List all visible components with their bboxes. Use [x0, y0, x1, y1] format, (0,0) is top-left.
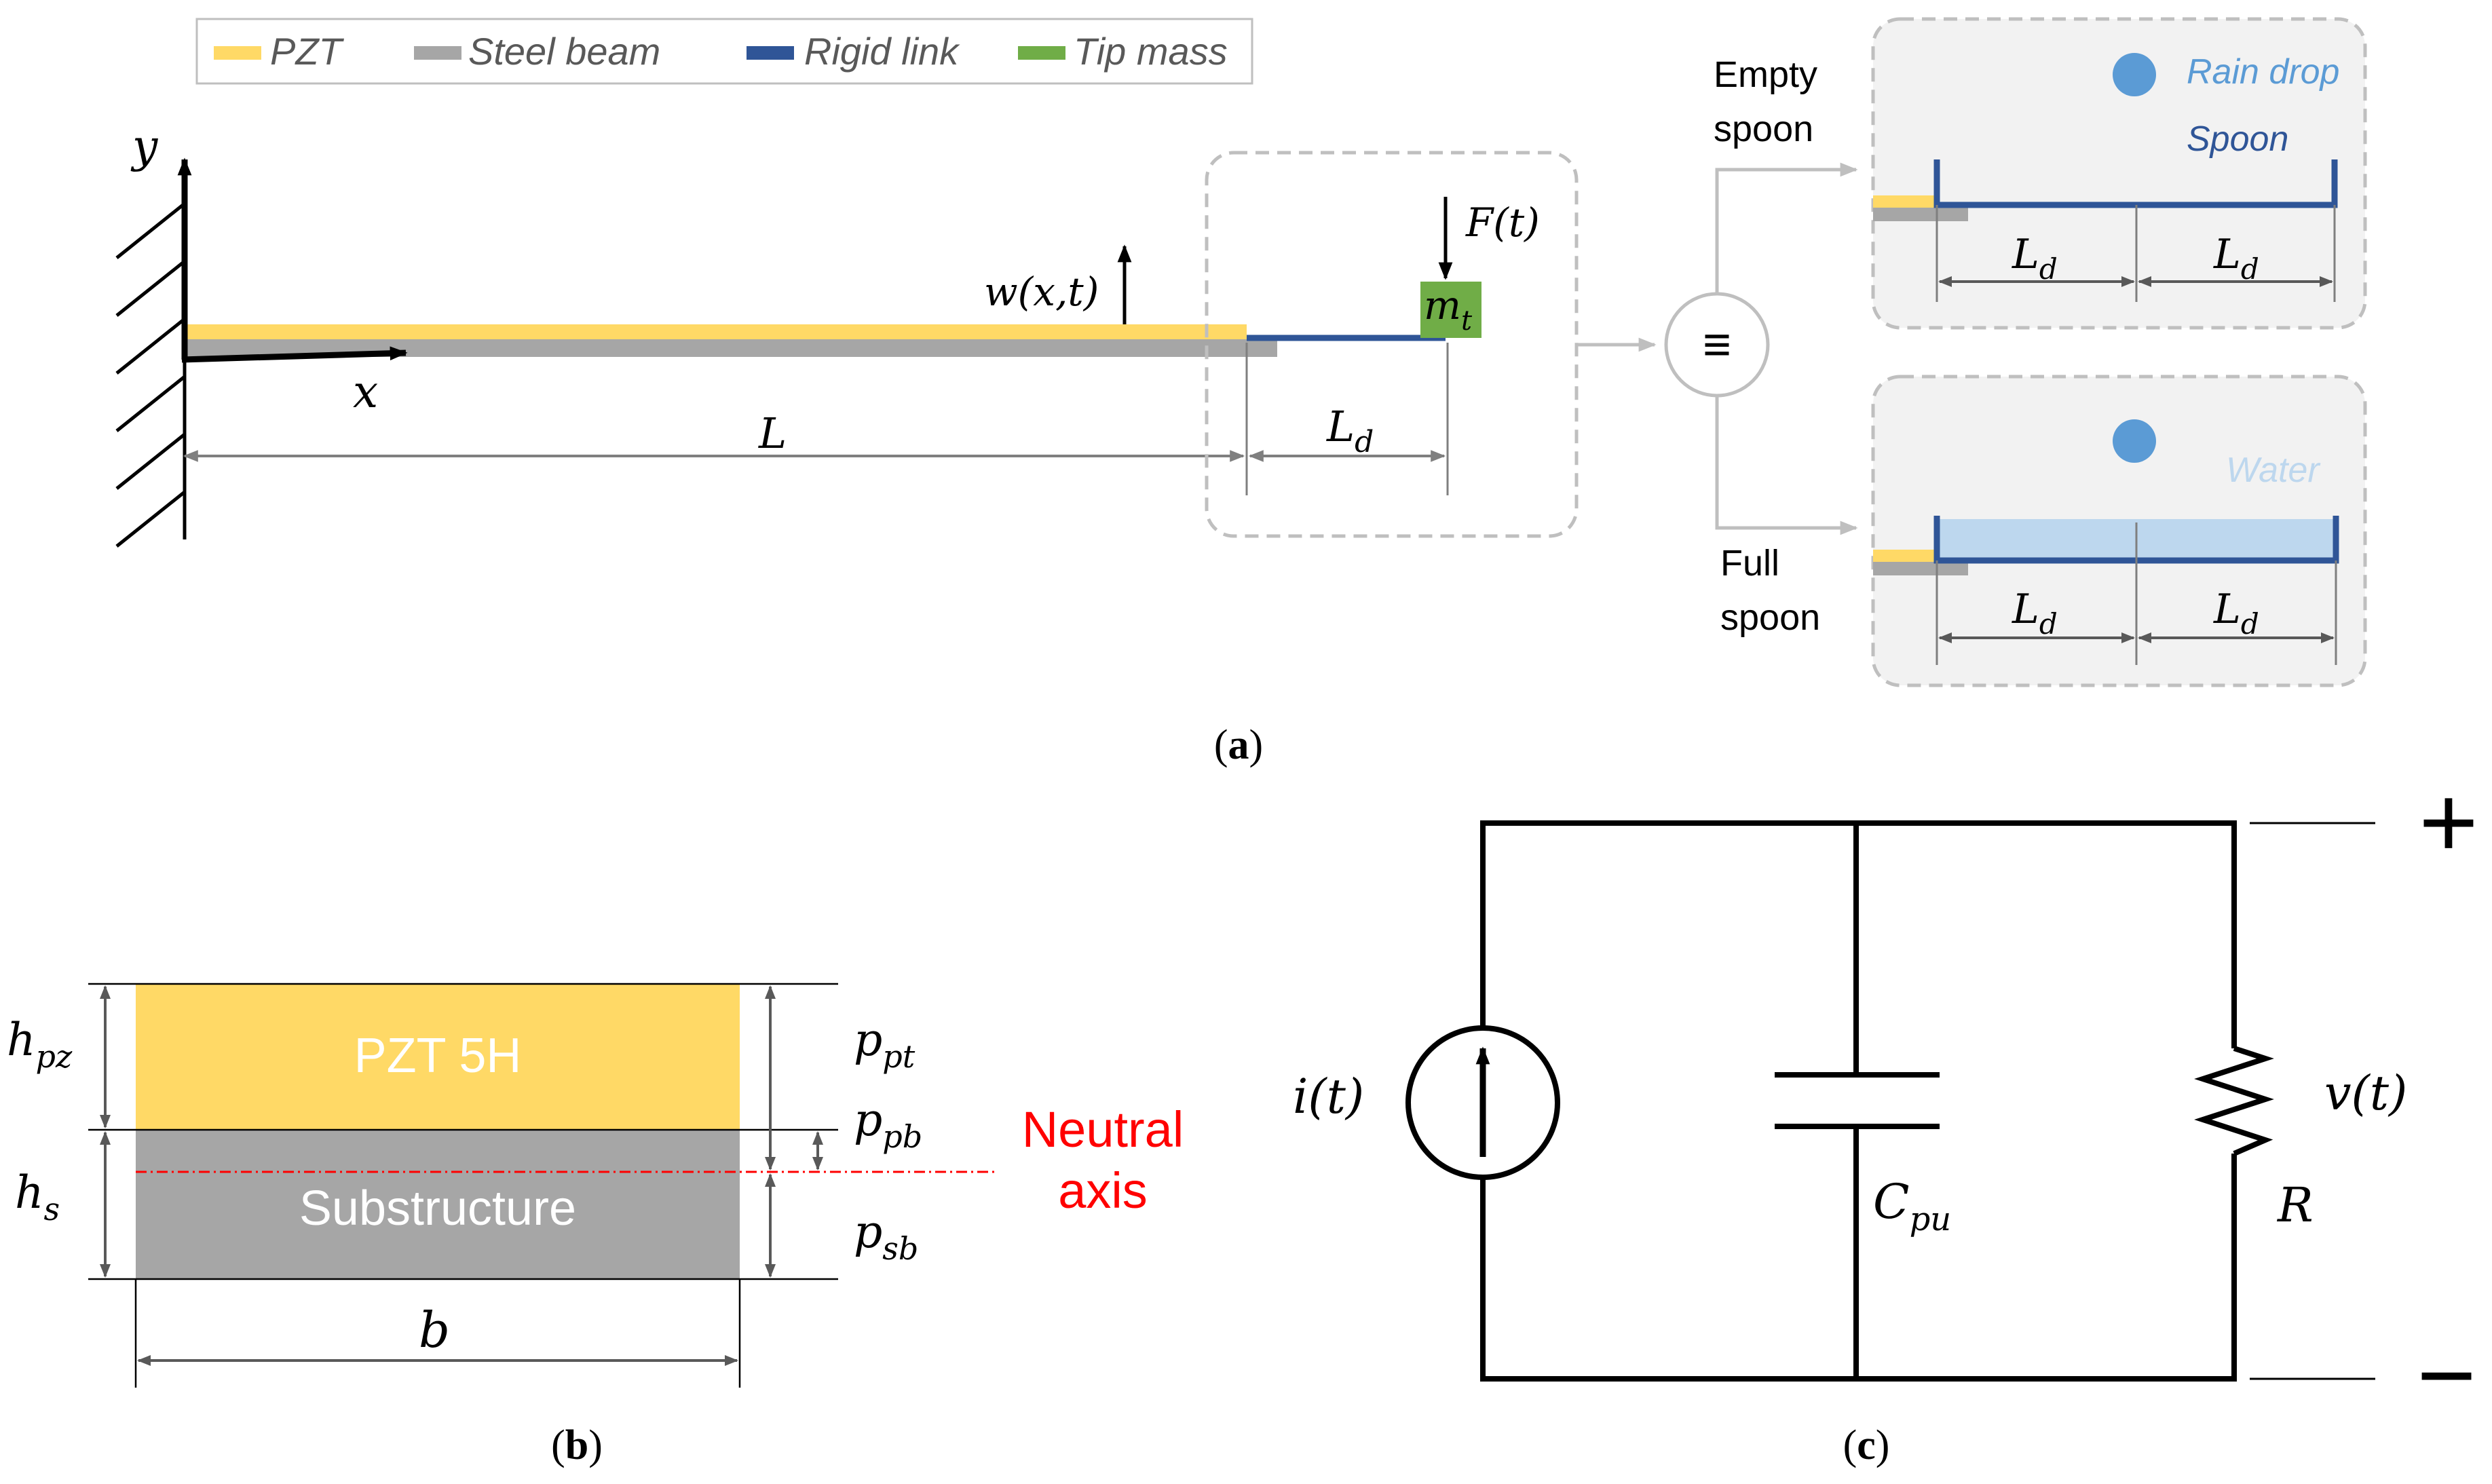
tip-mass [1420, 282, 1481, 338]
deflection-label: w(x,t) [984, 269, 1099, 315]
neutral-axis-label-2: axis [1058, 1162, 1148, 1219]
empty-spoon-label-2: spoon [1714, 109, 1813, 149]
pzt-layer [185, 324, 1247, 339]
h-pz-label: hpz [7, 1014, 73, 1075]
full-spoon-pzt [1873, 550, 1936, 562]
empty-spoon-panel: Rain drop Spoon Ld Ld [1871, 17, 2367, 330]
caption-a: (a) [1214, 722, 1263, 768]
p-sb-label: psb [854, 1206, 918, 1267]
full-spoon-label-2: spoon [1720, 597, 1820, 638]
capacitor-label: Cpu [1873, 1174, 1951, 1238]
full-spoon-dim-1: Ld [2012, 586, 2058, 641]
x-axis-label: x [353, 366, 378, 418]
spoon-dim-2: Ld [2213, 231, 2259, 286]
legend-box [195, 18, 1253, 85]
h-s-label: hs [15, 1166, 60, 1228]
legend-label-rigid: Rigid link [804, 30, 960, 73]
force-label: F(t) [1465, 199, 1540, 246]
rain-drop [2113, 53, 2156, 96]
legend-swatch-pzt [214, 46, 261, 60]
y-axis-label: y [130, 120, 158, 172]
water-drop [2113, 419, 2156, 463]
resistor [2194, 1046, 2274, 1156]
panel-c: i(t) Cpu R + − v(t) (c) [1293, 765, 2478, 1468]
legend-label-tip: Tip mass [1074, 30, 1228, 73]
spoon-label: Spoon [2187, 119, 2288, 159]
voltage-label: v(t) [2324, 1065, 2407, 1121]
spoon-pzt [1873, 195, 1936, 208]
legend-label-steel: Steel beam [468, 30, 660, 73]
x-axis [181, 346, 408, 363]
full-spoon-panel: Water Ld Ld [1871, 375, 2367, 687]
p-pb-label: ppb [854, 1094, 922, 1155]
length-dimension: L [183, 343, 1248, 495]
panel-a: PZT Steel beam Rigid link Tip mass mt y [115, 17, 2367, 768]
empty-spoon-label-1: Empty [1714, 54, 1817, 95]
full-spoon-label-1: Full [1720, 543, 1779, 584]
minus-sign: − [2417, 1318, 2476, 1432]
link-length-label: Ld [1326, 402, 1374, 459]
legend-swatch-tip [1018, 46, 1065, 60]
branch-empty [1715, 162, 1858, 294]
neutral-axis-label-1: Neutral [1022, 1101, 1184, 1158]
pzt-5h-block [136, 984, 740, 1130]
spoon-steel [1873, 208, 1968, 221]
tip-mass-label: mt [1424, 282, 1473, 337]
spoon-dim-1: Ld [2012, 231, 2058, 286]
caption-c: (c) [1843, 1422, 1890, 1468]
legend-swatch-rigid [747, 46, 794, 60]
pzt-5h-label: PZT 5H [354, 1029, 522, 1083]
equivalence-symbol: ≡ [1703, 318, 1731, 372]
extension-lines [88, 983, 838, 1388]
branch-full [1715, 396, 1858, 535]
length-label: L [758, 408, 787, 458]
full-spoon-steel [1873, 562, 1968, 575]
panel-b: PZT 5H Substructure hpz hs ppt ppb psb N… [7, 983, 1184, 1468]
p-pt-label: ppt [854, 1014, 915, 1075]
water-label: Water [2226, 451, 2321, 490]
legend-label-pzt: PZT [270, 30, 345, 73]
legend: PZT Steel beam Rigid link Tip mass [195, 18, 1253, 85]
current-source-label: i(t) [1293, 1069, 1364, 1124]
link-dimension: Ld [1248, 343, 1449, 495]
width-label: b [419, 1301, 450, 1358]
fixed-wall [115, 163, 187, 548]
plus-sign: + [2419, 765, 2478, 879]
legend-swatch-steel [414, 46, 461, 60]
resistor-label: R [2276, 1177, 2314, 1233]
circuit-wires [1480, 820, 2237, 1382]
caption-b: (b) [551, 1422, 603, 1468]
substructure-label: Substructure [299, 1181, 576, 1236]
full-spoon-dim-2: Ld [2213, 586, 2259, 641]
substructure-block [136, 1130, 740, 1279]
rain-drop-label: Rain drop [2187, 52, 2339, 92]
